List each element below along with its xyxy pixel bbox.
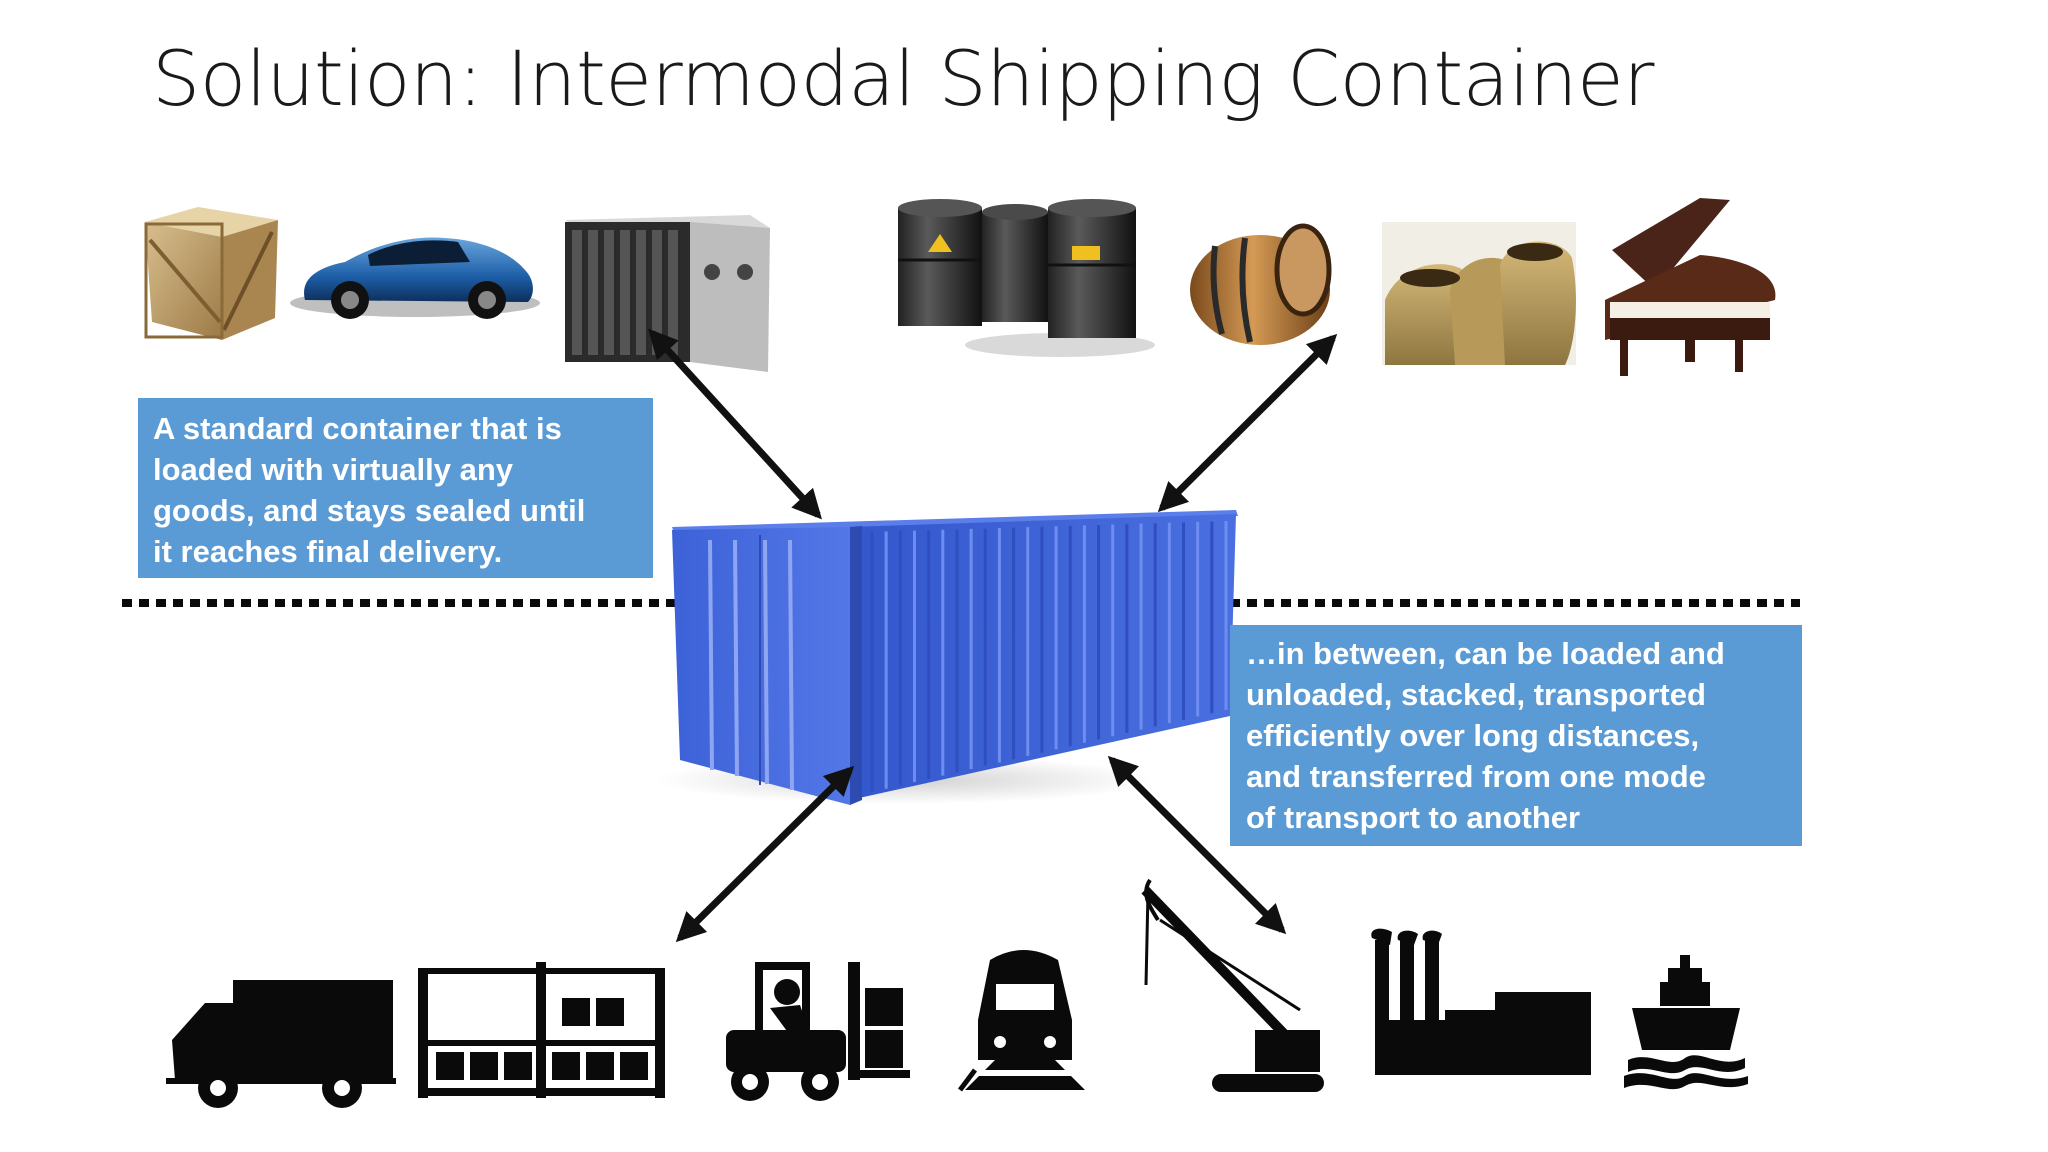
- crawler-crane-icon: [1141, 878, 1324, 1092]
- grain-sacks-image: [1382, 222, 1576, 365]
- slide-title: Solution: Intermodal Shipping Container: [152, 34, 1654, 123]
- arrow-container-warehouse: [675, 765, 855, 943]
- callout-top-line-2: loaded with virtually any: [153, 452, 514, 487]
- callout-bottom-line-4: and transferred from one mode: [1246, 759, 1706, 794]
- train-icon: [958, 950, 1085, 1092]
- arrow-barrel-container: [1157, 333, 1338, 513]
- container-ribs: [870, 521, 1228, 792]
- callout-top-line-1: A standard container that is: [153, 411, 562, 446]
- arrow-container-crane: [1107, 755, 1287, 935]
- forklift-icon: [726, 962, 910, 1101]
- callout-bottom-line-5: of transport to another: [1246, 800, 1581, 835]
- crate-image: [144, 207, 278, 340]
- grand-piano-image: [1605, 198, 1776, 376]
- warehouse-rack-icon: [418, 962, 665, 1098]
- factory-icon: [1371, 928, 1591, 1075]
- oil-drums-image: [898, 199, 1155, 357]
- transport-callout: …in between, can be loaded and unloaded,…: [1230, 625, 1802, 846]
- truck-icon: [166, 980, 396, 1108]
- callout-top-line-3: goods, and stays sealed until: [153, 493, 586, 528]
- shipping-container-image: [655, 510, 1238, 805]
- sealed-container-callout: A standard container that is loaded with…: [138, 398, 653, 578]
- callout-bottom-line-1: …in between, can be loaded and: [1246, 636, 1725, 671]
- wooden-barrel-image: [1190, 223, 1332, 345]
- ship-icon: [1624, 955, 1748, 1090]
- callout-bottom-line-2: unloaded, stacked, transported: [1246, 677, 1706, 712]
- arrow-server-container: [648, 328, 822, 520]
- callout-top-line-4: it reaches final delivery.: [153, 534, 503, 569]
- callout-bottom-line-3: efficiently over long distances,: [1246, 718, 1700, 753]
- sports-car-image: [290, 237, 540, 319]
